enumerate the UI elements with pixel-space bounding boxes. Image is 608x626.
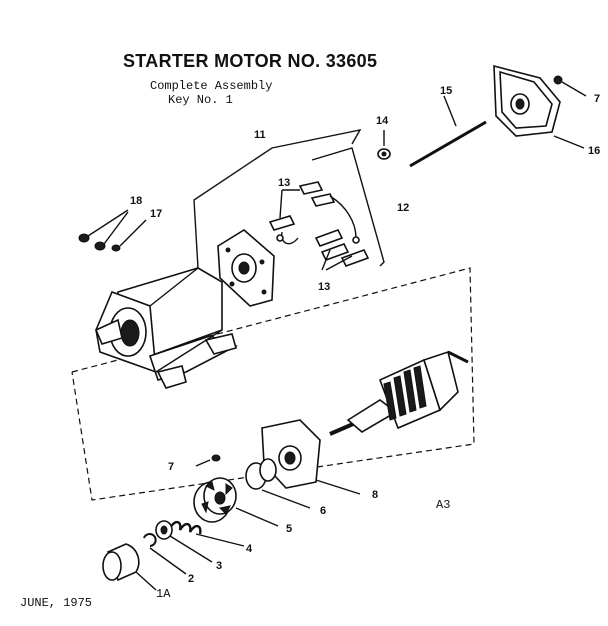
armature xyxy=(329,350,469,436)
callout-2: 2 xyxy=(188,573,195,585)
spring-4 xyxy=(168,520,245,547)
end-cap-16 xyxy=(493,64,587,149)
drive-plate-8 xyxy=(261,419,361,495)
callout-7-left: 7 xyxy=(168,461,175,473)
diagram-title: STARTER MOTOR NO. 33605 xyxy=(123,51,378,71)
callout-13-bottom: 13 xyxy=(318,281,331,293)
washer-14 xyxy=(377,130,391,160)
brushes-and-leads xyxy=(268,181,370,271)
spacer-6 xyxy=(195,454,311,509)
callout-13-top: 13 xyxy=(278,177,291,189)
callout-4: 4 xyxy=(246,543,253,555)
snap-ring-2 xyxy=(143,533,187,575)
callout-17: 17 xyxy=(150,208,163,220)
cap-1a xyxy=(102,543,157,591)
screws-17-18 xyxy=(78,209,147,252)
motor-frame xyxy=(94,267,238,389)
callout-6: 6 xyxy=(320,505,327,517)
subtitle-complete-assembly: Complete Assembly xyxy=(150,79,273,93)
callout-12: 12 xyxy=(397,202,410,214)
bracket-12 xyxy=(311,147,385,267)
callout-1a: 1A xyxy=(156,587,171,601)
callout-8: 8 xyxy=(372,489,379,501)
bracket-11 xyxy=(193,129,362,269)
date-label: JUNE, 1975 xyxy=(20,596,93,610)
callout-18: 18 xyxy=(130,195,143,207)
diagram-code: A3 xyxy=(436,498,451,512)
callout-3: 3 xyxy=(216,560,223,572)
washer-3 xyxy=(155,520,213,563)
callout-11: 11 xyxy=(254,129,266,141)
callout-14: 14 xyxy=(376,115,389,127)
callout-16: 16 xyxy=(588,145,601,157)
callout-15: 15 xyxy=(440,85,453,97)
pinion-gear-5 xyxy=(193,477,279,527)
assembly-dashed-outline xyxy=(71,267,475,501)
subtitle-key-number: Key No. 1 xyxy=(168,93,233,107)
brush-plate xyxy=(217,229,275,307)
callout-7-top: 7 xyxy=(594,93,601,105)
through-bolt-15 xyxy=(409,95,487,168)
callout-5: 5 xyxy=(286,523,293,535)
